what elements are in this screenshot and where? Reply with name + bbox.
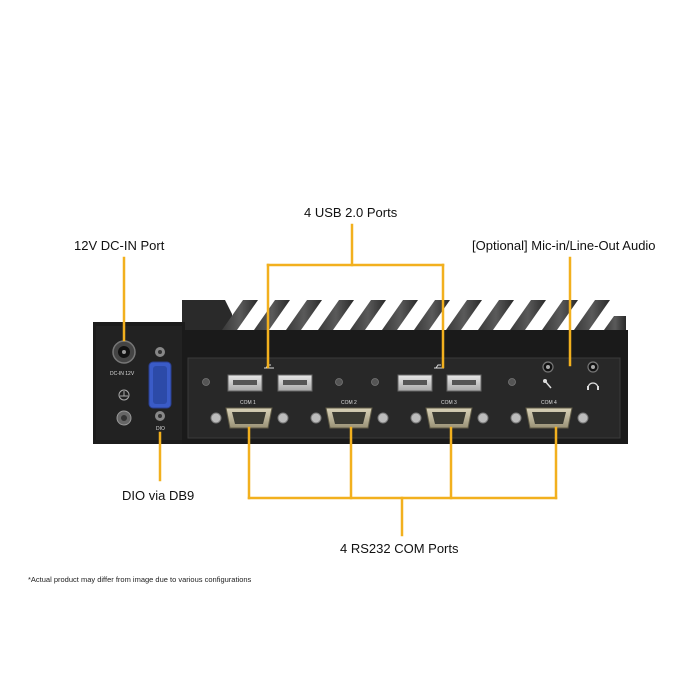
com3-silkscreen: COM 3 [441, 400, 457, 406]
com1-silkscreen: COM 1 [240, 400, 256, 406]
dc-in-silkscreen: DC-IN 12V [110, 371, 135, 377]
disclaimer-footnote: *Actual product may differ from image du… [28, 575, 252, 584]
line-out-jack [587, 361, 599, 373]
panel-screws [202, 378, 516, 386]
dc-in-port-callout: 12V DC-IN Port [74, 238, 165, 253]
ground-icon [118, 389, 130, 401]
mic-in-jack [542, 361, 554, 373]
usb-ports-callout: 4 USB 2.0 Ports [304, 205, 398, 220]
com-ports-callout: 4 RS232 COM Ports [340, 541, 459, 556]
com-port-3 [410, 407, 489, 429]
usb-port-2 [277, 374, 313, 392]
audio-callout: [Optional] Mic-in/Line-Out Audio [472, 238, 656, 253]
com4-silkscreen: COM 4 [541, 400, 557, 406]
power-terminal [116, 410, 132, 426]
com-port-4 [510, 407, 589, 429]
dc-in-jack [112, 340, 136, 364]
headphones-icon [587, 382, 599, 390]
dio-silkscreen: DIO [156, 426, 165, 432]
microphone-icon [543, 379, 552, 389]
callout-lines [122, 223, 572, 537]
usb-port-1 [227, 374, 263, 392]
dio-callout: DIO via DB9 [122, 488, 195, 503]
usb-port-4 [446, 374, 482, 392]
com-port-1 [210, 407, 289, 429]
heatsink-fins [222, 300, 626, 330]
com-port-2 [310, 407, 389, 429]
com2-silkscreen: COM 2 [341, 400, 357, 406]
usb-port-3 [397, 374, 433, 392]
dio-db9-connector [148, 347, 172, 421]
